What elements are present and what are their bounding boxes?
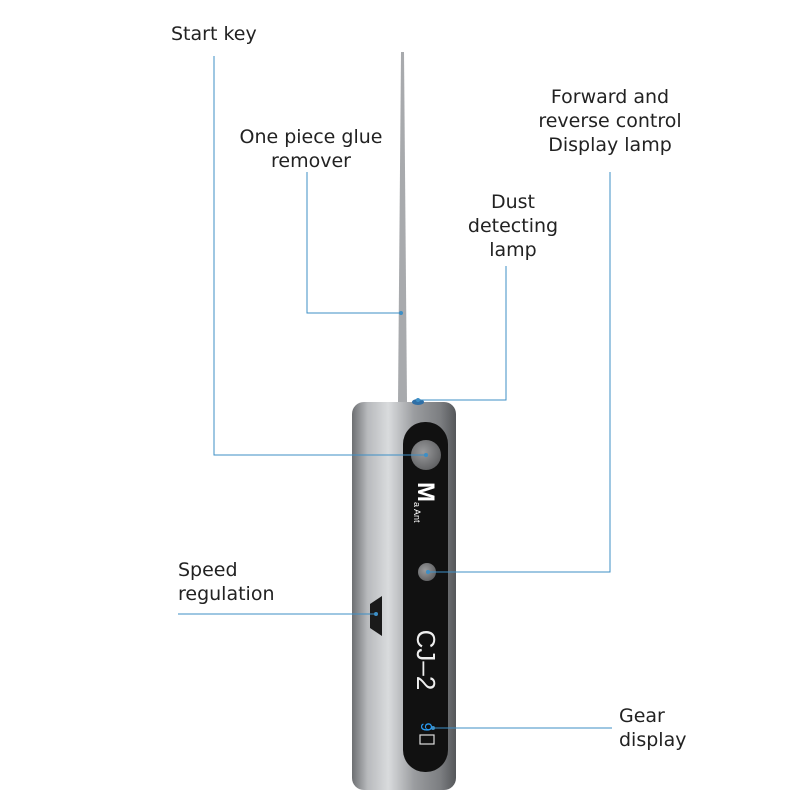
label-line: remover [271, 150, 351, 172]
control-panel [403, 422, 448, 772]
label-glue-remover: One piece glue remover [236, 125, 386, 173]
label-speed-regulation: Speed regulation [178, 558, 275, 606]
brand-sub: a Ant [412, 502, 422, 523]
battery-icon [419, 734, 435, 745]
label-line: One piece glue [239, 126, 383, 148]
glue-remover-needle [398, 52, 407, 402]
label-gear-display: Gear display [619, 704, 686, 752]
label-line: Gear [619, 705, 665, 727]
model-name: CJ–2 [411, 630, 441, 691]
brand-logo: M [412, 482, 439, 502]
label-line: lamp [489, 239, 537, 261]
callout-lines [178, 56, 612, 729]
label-line: Forward and [550, 86, 670, 108]
gear-value: 9 [417, 723, 434, 732]
label-line: Display lamp [548, 134, 672, 156]
label-line: reverse control [538, 110, 682, 132]
label-line: Speed [178, 559, 238, 581]
label-dust-lamp: Dust detecting lamp [458, 190, 568, 262]
label-forward-reverse: Forward and reverse control Display lamp [530, 85, 690, 157]
label-line: display [619, 729, 687, 751]
label-start-key: Start key [171, 23, 257, 45]
label-line: regulation [178, 583, 275, 605]
label-line: Dust [490, 191, 536, 213]
label-line: detecting [467, 215, 559, 237]
